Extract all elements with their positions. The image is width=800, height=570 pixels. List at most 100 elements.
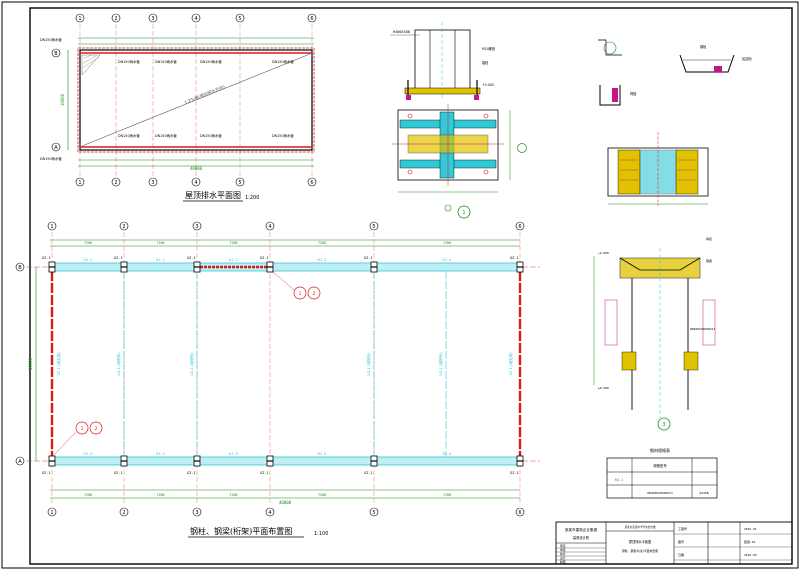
steel-truss-tag-top: HJ-2 [156,258,165,262]
detail-3: 焊接 钢梁 HN400X200X8X13 +4.800 ±0.000 3 [593,236,715,431]
detail3-note-2: HN400X200X8X13 [690,327,715,331]
title-block-drawing-1: 屋顶排水平面图 [629,539,651,544]
steel-column-tag: GZ-1 [187,471,196,475]
steel-bay-dim-bottom: 7200 [318,493,326,497]
steel-truss-tag-bottom: HJ-4 [156,452,165,456]
steel-dim-overall: 46000 [279,500,292,505]
roof-outline [79,49,313,151]
roof-grid-bubble [235,13,245,23]
title-block-right-value: 2016.05 [744,553,757,557]
roof-grid-label-bottom: 2 [114,180,117,186]
steel-detail-mark-bottom-0: 1 [81,426,84,432]
detail1-mark: 1 [462,210,465,216]
detail3-note-1: 钢梁 [706,258,712,263]
steel-bay-dim-top: 7200 [229,241,237,245]
roof-grid-label-top: 5 [238,16,241,22]
roof-dim-side: 10000 [60,93,65,106]
title-block-dept: 建筑设计院 [573,535,590,540]
steel-bay-dim-bottom: 7200 [443,493,451,497]
roof-grid-bubble [191,177,201,187]
steel-grid-bubble [369,507,379,517]
steel-grid-label-top: 3 [195,224,198,230]
steel-detail-mark-top-1: 2 [313,291,316,297]
roof-grid-bubble [111,13,121,23]
title-block-field: 校对 [560,552,566,556]
steel-grid-bubble [369,221,379,231]
steel-row-label-a: A [18,459,22,465]
detail-1: H400X300 M24螺栓 锚栓 +0.000 1 [390,22,527,219]
roof-grid-label-top: 3 [151,16,154,22]
steel-grid-bubble [192,507,202,517]
roof-grid-label-bottom: 1 [78,180,81,186]
steel-truss-tag-top: HJ-1 [84,258,93,262]
roof-grid-bubble [75,13,85,23]
purlin-tag: LG-1 (钢檩条) [438,352,443,376]
material-table: 钢材规格表 规格型号 HJ-1 HN400X200X8X13 Q235B [606,447,718,499]
roof-grid-bubble [307,177,317,187]
roof-plan-title: 屋顶排水平面图 [185,190,241,200]
steel-grid-label-bottom: 1 [50,510,53,516]
roof-row-label-b: B [54,51,58,57]
roof-pipe-tag-bottom: DN150雨水管 [118,133,140,138]
detail-2: 钢板 加劲肋 焊缝 [598,39,752,206]
title-block-project: 某某市某某中学学生宿舍楼 [624,525,656,529]
steel-bay-dim-top: 7200 [443,241,451,245]
steel-grid-bubble [119,507,129,517]
roof-plan-scale: 1:200 [245,195,259,201]
steel-truss-tag-bottom: HJ-3 [84,452,93,456]
steel-column-tag: GZ-1 [114,471,123,475]
steel-bay-dim-bottom: 7200 [229,493,237,497]
roof-left-tag: DN150雨水管 [40,37,62,42]
steel-grid-bubble [119,221,129,231]
steel-column-tag: GZ-1 [510,471,519,475]
steel-grid-bubble [192,221,202,231]
steel-grid-bubble [515,507,525,517]
steel-grid-label-bottom: 6 [518,510,521,516]
roof-row-label-a: A [54,145,58,151]
material-table-title: 钢材规格表 [650,447,670,453]
roof-pipe-tag-bottom: DN150雨水管 [200,133,222,138]
steel-truss-tag-bottom: HJ-5 [229,452,238,456]
roof-grid-bubble [307,13,317,23]
detail1-note-1: 锚栓 [482,60,489,65]
title-block-field: 审定 [560,544,566,548]
steel-truss-tag-bottom: HJ-4 [443,452,452,456]
steel-detail-mark-bottom-1: 2 [95,426,98,432]
material-table-row1-value: HN400X200X8X13 [647,491,672,495]
steel-bay-dim-top: 7200 [318,241,326,245]
steel-grid-label-top: 2 [122,224,125,230]
steel-column-tag: GZ-1 [42,256,51,260]
steel-grid-label-bottom: 2 [122,510,125,516]
detail3-mark: 3 [662,422,665,428]
roof-grid-bubble [111,177,121,187]
steel-column-tag: GZ-1 [510,256,519,260]
steel-side-tag-right: ZC-1 (钢支撑) [508,352,513,376]
detail3-note-3: +4.800 [598,251,609,255]
roof-grid-label-top: 1 [78,16,81,22]
roof-grid-label-top: 6 [310,16,313,22]
steel-grid-bubble [265,221,275,231]
roof-grid-label-bottom: 6 [310,180,313,186]
roof-pipe-tag-top: DN150雨水管 [200,59,222,64]
title-block-right-field: 日期 [678,552,684,557]
steel-grid-label-bottom: 4 [268,510,271,516]
title-block-right-value: 2016-01 [744,527,757,531]
steel-bay-dim-bottom: 7200 [156,493,164,497]
detail2-note-0: 钢板 [700,44,707,49]
steel-grid-label-top: 4 [268,224,271,230]
detail2-note-2: 焊缝 [630,91,637,96]
material-table-header: 规格型号 [653,463,667,468]
detail3-note-0: 焊接 [706,236,712,241]
roof-slope-line [81,53,311,147]
roof-pipe-tag-bottom: DN150雨水管 [272,133,294,138]
steel-grid-label-top: 1 [50,224,53,230]
steel-column-tag: GZ-1 [260,471,269,475]
steel-plan-title: 钢柱、钢梁(桁架)平面布置图 [190,526,292,536]
detail1-top-label: H400X300 [393,30,410,34]
roof-grid-label-bottom: 5 [238,180,241,186]
steel-grid-label-bottom: 3 [195,510,198,516]
steel-column-tag: GZ-1 [364,256,373,260]
